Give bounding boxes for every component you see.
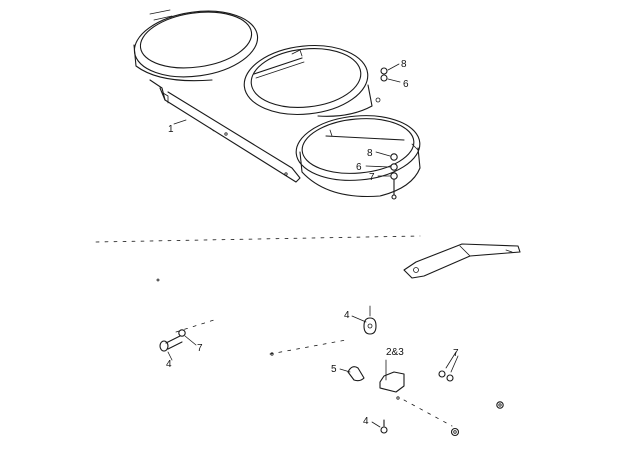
top-nut-8 [380,63,400,75]
label-part-8-mid: 8 [367,148,373,159]
label-part-6-mid: 6 [356,162,362,173]
center-gauge-ring [243,45,381,117]
instrument-housing [133,9,421,198]
label-part-1: 1 [168,124,174,135]
label-part-4-center: 4 [344,310,350,321]
mounting-bracket [403,243,521,279]
left-washer-7 [178,329,197,346]
bottom-right-nut [450,427,460,437]
label-part-8-top: 8 [401,59,407,70]
right-washer-7 [438,351,459,382]
label-part-6-top: 6 [403,79,409,90]
top-washer-6 [380,74,401,83]
mid-stud [391,179,397,200]
part-1-leader [173,119,187,125]
bottom-nut-4 [371,419,388,434]
left-gauge-ring [133,9,259,82]
label-part-2-3: 2&3 [386,347,404,358]
center-bracket-2-3 [379,359,405,400]
center-nut-4 [351,305,377,335]
guide-lines [95,235,453,427]
mid-nut-8 [375,151,398,161]
left-bolt-4 [159,335,183,361]
mid-washer-6 [365,163,398,171]
label-part-7-right: 7 [453,348,459,359]
label-part-4-left: 4 [166,359,172,370]
center-clip-5 [339,366,365,382]
right-gauge-ring [295,115,421,198]
label-part-5: 5 [331,364,337,375]
label-part-7-left: 7 [197,343,203,354]
mid-lockwasher-7 [377,172,398,180]
label-part-7-mid: 7 [369,172,375,183]
label-part-4-bottom: 4 [363,416,369,427]
right-nut [496,401,504,409]
